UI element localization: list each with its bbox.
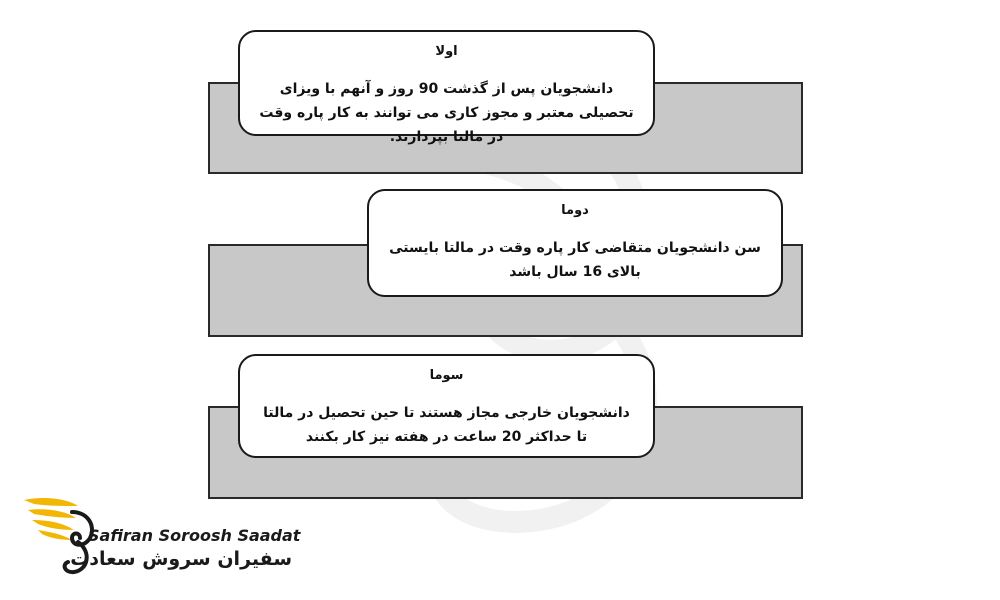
card-text-3: دانشجویان خارجی مجاز هستند تا حین تحصیل … bbox=[263, 405, 630, 445]
card-title-1: اولا bbox=[435, 44, 458, 59]
card-title-2: دوما bbox=[561, 203, 589, 218]
card-text-1: دانشجویان پس از گذشت 90 روز و آنهم با وی… bbox=[259, 81, 634, 145]
info-card-1: اولا دانشجویان پس از گذشت 90 روز و آنهم … bbox=[238, 30, 655, 145]
company-logo: Safiran Soroosh Saadat سفیران سروش سعادت bbox=[22, 492, 300, 582]
logo-persian-name: سفیران سروش سعادت bbox=[70, 548, 292, 570]
card-title-3: سوما bbox=[429, 368, 464, 383]
info-card-2: دوما سن دانشجویان متقاضی کار پاره وقت در… bbox=[367, 189, 783, 297]
logo-latin-name: Safiran Soroosh Saadat bbox=[88, 526, 301, 545]
card-text-2: سن دانشجویان متقاضی کار پاره وقت در مالت… bbox=[389, 240, 761, 280]
info-card-3: سوما دانشجویان خارجی مجاز هستند تا حین ت… bbox=[238, 354, 655, 458]
golden-wing-icon bbox=[24, 498, 94, 575]
